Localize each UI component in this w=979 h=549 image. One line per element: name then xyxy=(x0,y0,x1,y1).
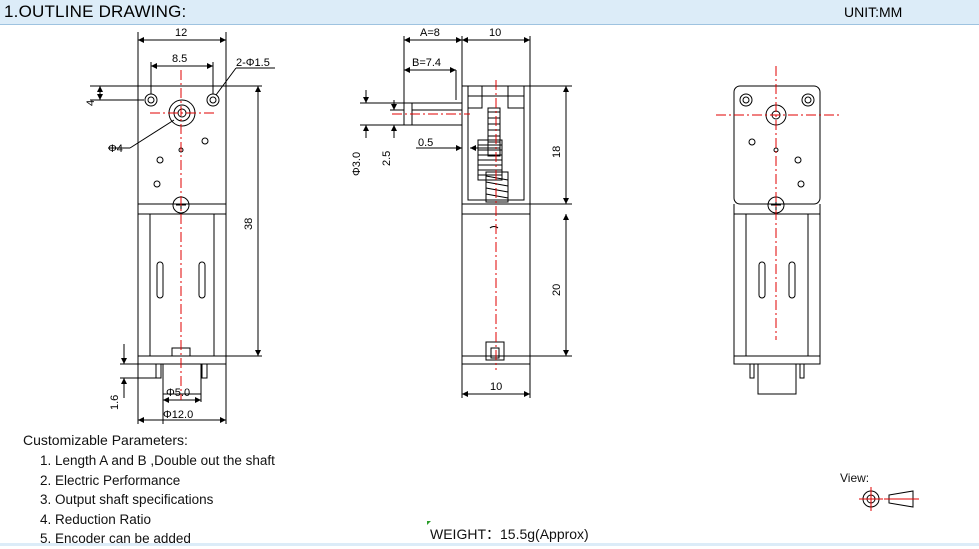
mount-hole-left xyxy=(144,93,158,107)
front-gearbox-body xyxy=(137,85,227,205)
side-view xyxy=(360,36,572,398)
parameters-title: Customizable Parameters: xyxy=(23,432,188,448)
projection-symbol-icon xyxy=(859,487,919,511)
dim-depth-bottom: 10 xyxy=(490,381,502,393)
dim-top-offset: 4 xyxy=(85,100,97,106)
dim-motor: 20 xyxy=(551,284,563,296)
rear-centerlines xyxy=(716,66,842,340)
front-dim-text: 12 8.5 2-Φ1.5 4 Φ4 38 1.6 Φ5.0 Φ12.0 xyxy=(85,27,270,421)
rear-gearbox-body xyxy=(733,85,821,205)
unit-label: UNIT:MM xyxy=(844,4,903,20)
green-corner-mark xyxy=(427,521,431,525)
dim-width: 12 xyxy=(175,27,187,39)
dim-flat: 2.5 xyxy=(381,151,393,166)
dim-a: A=8 xyxy=(420,27,440,39)
mount-hole-right xyxy=(206,93,220,107)
dim-gearbox: 18 xyxy=(551,146,563,158)
page-title: 1.OUTLINE DRAWING: xyxy=(4,2,187,21)
front-motor-can xyxy=(137,213,227,357)
dim-total-length: 38 xyxy=(243,218,255,230)
parameters-list: 1. Length A and B ,Double out the shaft … xyxy=(23,451,275,549)
side-centerlines xyxy=(392,80,497,370)
customizable-parameters: Customizable Parameters: 1. Length A and… xyxy=(23,432,275,549)
dim-can-outer: Φ12.0 xyxy=(163,409,193,421)
parameter-item: 2. Electric Performance xyxy=(40,472,181,488)
rear-view xyxy=(733,85,821,395)
dim-can-inner: Φ5.0 xyxy=(166,387,190,399)
parameter-item: 4. Reduction Ratio xyxy=(40,511,152,527)
dim-hole-spacing: 8.5 xyxy=(172,53,187,65)
parameter-item: 3. Output shaft specifications xyxy=(40,492,214,507)
parameter-item: 1. Length A and B ,Double out the shaft xyxy=(40,453,275,468)
bottom-bar xyxy=(0,543,979,546)
dim-gap: 0.5 xyxy=(418,137,433,149)
weight-label: WEIGHT：15.5g(Approx) xyxy=(430,526,589,542)
dim-depth-top: 10 xyxy=(489,27,501,39)
worm-gear xyxy=(485,171,509,203)
view-label: View: xyxy=(840,471,870,485)
dim-terminal-height: 1.6 xyxy=(109,395,121,410)
header-bar: 1.OUTLINE DRAWING: UNIT:MM xyxy=(0,0,979,25)
dim-shaft-boss: Φ4 xyxy=(108,143,123,155)
dim-shaft-dia: Φ3.0 xyxy=(351,152,363,176)
dim-holes: 2-Φ1.5 xyxy=(236,57,270,69)
dim-b: B=7.4 xyxy=(412,57,441,69)
front-centerlines xyxy=(150,70,214,400)
parameter-item: 5. Encoder can be added xyxy=(40,531,191,546)
side-dim-text: A=8 10 B=7.4 Φ3.0 2.5 0.5 18 20 10 xyxy=(351,27,563,393)
rear-motor-can xyxy=(733,213,821,357)
